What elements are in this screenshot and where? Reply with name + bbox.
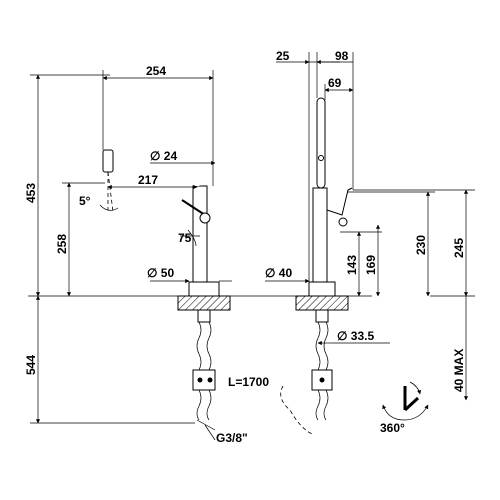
- dim-angle-5: 5°: [79, 194, 91, 208]
- dim-thread: G3/8": [216, 431, 248, 445]
- front-base: [188, 281, 220, 297]
- side-body: [312, 187, 328, 283]
- dim-230: 230: [414, 235, 428, 255]
- dim-143: 143: [345, 255, 359, 275]
- front-mount-rod: [197, 309, 211, 323]
- dim-dia-33-5: ∅ 33.5: [337, 329, 374, 343]
- dim-75: 75: [178, 231, 192, 245]
- dim-dia-50: ∅ 50: [147, 266, 174, 280]
- dim-453: 453: [24, 183, 38, 203]
- side-base: [308, 281, 336, 297]
- front-spray-head: [102, 149, 114, 173]
- dim-98: 98: [335, 49, 349, 63]
- dim-dia-24: ∅ 24: [150, 149, 177, 163]
- side-spout: [316, 97, 326, 189]
- front-hoses: [196, 321, 212, 371]
- side-counter: [295, 295, 349, 311]
- side-view: 25 98 69 ∅ 40 143 169 230 245 40 MAX: [265, 49, 475, 435]
- dim-217: 217: [138, 173, 158, 187]
- dim-hose-length: L=1700: [228, 375, 269, 389]
- dim-69: 69: [328, 76, 342, 90]
- front-nut: [192, 369, 216, 391]
- dim-254: 254: [146, 64, 166, 78]
- dim-544: 544: [24, 355, 38, 375]
- front-lever: [181, 199, 206, 216]
- dim-245: 245: [452, 238, 466, 258]
- dim-258: 258: [55, 234, 69, 254]
- front-view: 254 ∅ 24 217 5° 453 258 75 ∅ 50 544: [24, 64, 372, 445]
- side-lever: [326, 187, 353, 216]
- dim-360: 360°: [380, 421, 405, 435]
- dim-dia-40: ∅ 40: [265, 266, 292, 280]
- front-body: [192, 185, 208, 283]
- rotation-icon: [382, 381, 429, 421]
- dim-25: 25: [276, 49, 290, 63]
- dim-40-max: 40 MAX: [452, 349, 466, 392]
- dim-169: 169: [364, 255, 378, 275]
- side-mount-rod: [315, 309, 329, 323]
- front-counter: [177, 295, 231, 311]
